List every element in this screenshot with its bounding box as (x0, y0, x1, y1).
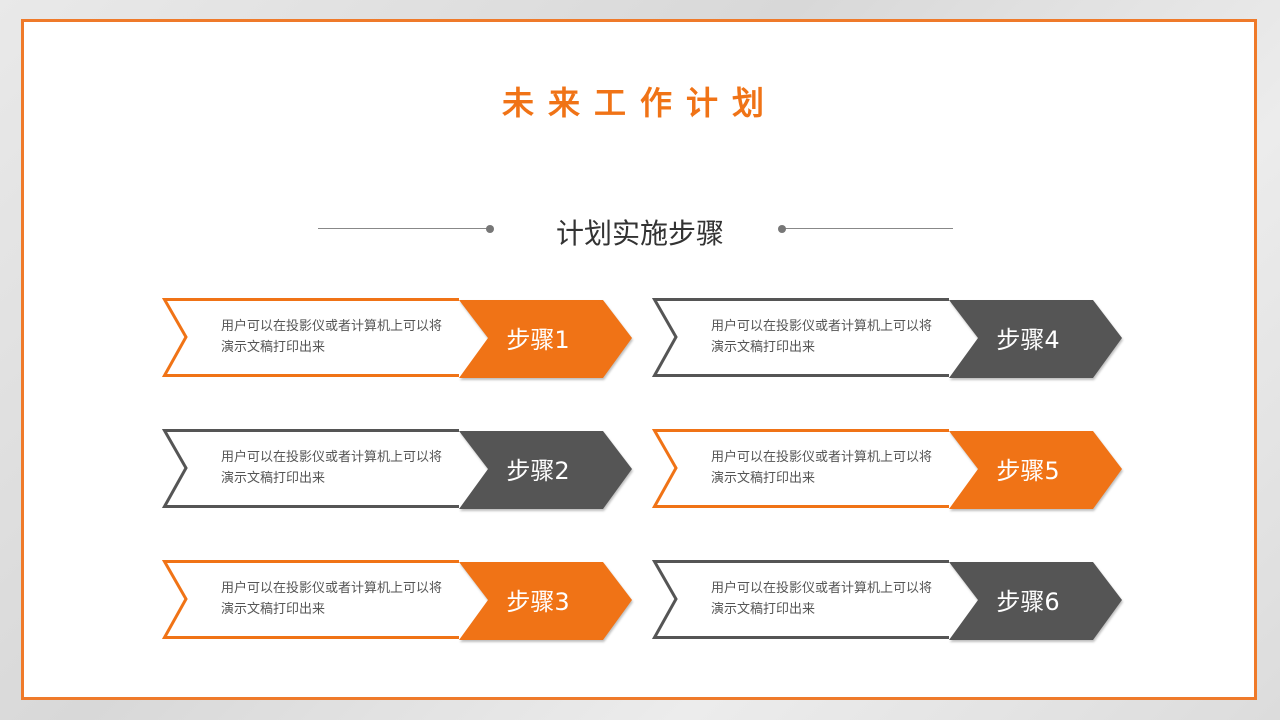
divider-dot-left (486, 225, 494, 233)
step-label: 步骤5 (996, 457, 1060, 485)
step-description: 用户可以在投影仪或者计算机上可以将演示文稿打印出来 (221, 581, 443, 617)
step-description: 用户可以在投影仪或者计算机上可以将演示文稿打印出来 (711, 581, 933, 617)
step-card-6: 用户可以在投影仪或者计算机上可以将演示文稿打印出来 步骤6 (651, 560, 1133, 642)
step-card-5: 用户可以在投影仪或者计算机上可以将演示文稿打印出来 步骤5 (651, 429, 1133, 511)
slide-title: 未来工作计划 (501, 84, 778, 122)
divider-dot-right (778, 225, 786, 233)
section-subtitle: 计划实施步骤 (555, 217, 724, 250)
step-description: 用户可以在投影仪或者计算机上可以将演示文稿打印出来 (221, 450, 443, 486)
divider-right (782, 228, 953, 229)
step-description: 用户可以在投影仪或者计算机上可以将演示文稿打印出来 (711, 450, 933, 486)
step-card-3: 用户可以在投影仪或者计算机上可以将演示文稿打印出来 步骤3 (161, 560, 643, 642)
step-arrow-shape (651, 429, 1122, 509)
step-card-2: 用户可以在投影仪或者计算机上可以将演示文稿打印出来 步骤2 (161, 429, 643, 511)
step-label: 步骤6 (996, 588, 1060, 616)
step-label: 步骤3 (506, 588, 570, 616)
step-arrow-shape (161, 298, 632, 378)
step-card-4: 用户可以在投影仪或者计算机上可以将演示文稿打印出来 步骤4 (651, 298, 1133, 380)
step-description: 用户可以在投影仪或者计算机上可以将演示文稿打印出来 (221, 319, 443, 355)
step-arrow-shape (161, 429, 632, 509)
step-card-1: 用户可以在投影仪或者计算机上可以将演示文稿打印出来 步骤1 (161, 298, 643, 380)
step-arrow-shape (161, 560, 632, 640)
step-label: 步骤2 (506, 457, 570, 485)
step-description: 用户可以在投影仪或者计算机上可以将演示文稿打印出来 (711, 319, 933, 355)
divider-left (318, 228, 490, 229)
step-arrow-shape (651, 298, 1122, 378)
step-label: 步骤4 (996, 326, 1060, 354)
step-arrow-shape (651, 560, 1122, 640)
step-label: 步骤1 (506, 326, 570, 354)
